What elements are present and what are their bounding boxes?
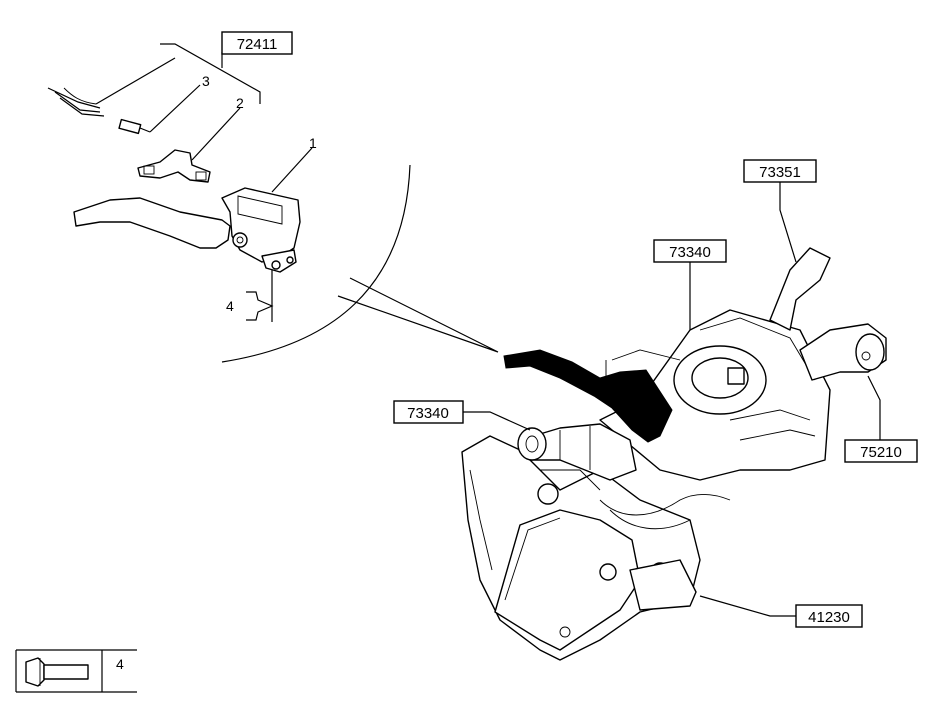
callout-73340-left-text: 73340 — [407, 405, 449, 422]
terminal-part — [118, 84, 201, 135]
callout-72411-text: 72411 — [237, 36, 278, 53]
connector-part — [137, 107, 241, 183]
callout-75210: 75210 — [844, 439, 918, 463]
fastener-legend: 4 — [15, 649, 137, 693]
callout-73340-top: 73340 — [653, 239, 727, 263]
callout-72411: 72411 — [221, 31, 293, 55]
detail-view — [47, 43, 499, 363]
callout-73351-text: 73351 — [759, 164, 801, 181]
item-number-2: 2 — [236, 95, 244, 111]
callout-41230: 41230 — [795, 604, 863, 628]
bolt-icon — [25, 657, 89, 687]
bracket-72411 — [160, 43, 261, 104]
callout-73340-left: 73340 — [393, 400, 464, 424]
item-number-3: 3 — [202, 73, 210, 89]
detail-circle-arc — [221, 164, 411, 363]
callout-73340-top-text: 73340 — [669, 244, 711, 261]
legend-bolt-qty: 4 — [116, 656, 124, 672]
steering-column-assembly — [461, 247, 887, 661]
lever-switch-part — [73, 147, 313, 273]
wire-harness — [47, 57, 176, 117]
highlighted-lever — [503, 349, 673, 443]
item-number-4: 4 — [226, 298, 234, 314]
callout-73351: 73351 — [743, 159, 817, 183]
callout-leaders — [463, 182, 881, 617]
callout-75210-text: 75210 — [860, 444, 902, 461]
callout-41230-text: 41230 — [808, 609, 850, 626]
item-number-1: 1 — [309, 135, 317, 151]
screw-part — [246, 270, 274, 322]
detail-leader — [337, 277, 499, 353]
